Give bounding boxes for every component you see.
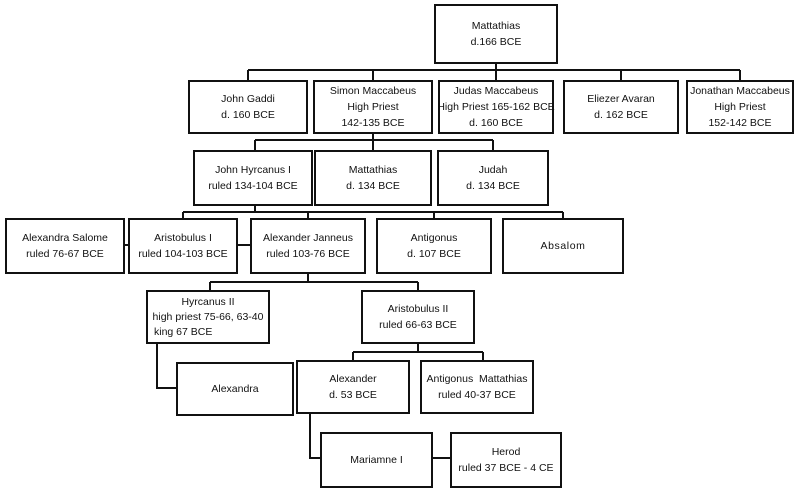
node-herod: Herod ruled 37 BCE - 4 CE — [450, 432, 562, 488]
node-name: Jonathan Maccabeus — [690, 85, 790, 97]
node-aristobulus-i: Aristobulus I ruled 104-103 BCE — [128, 218, 238, 274]
node-john-gaddi: John Gaddi d. 160 BCE — [188, 80, 308, 134]
node-name: Alexandra Salome — [22, 232, 108, 244]
node-detail: 152-142 BCE — [708, 117, 772, 129]
node-detail: d. 160 BCE — [469, 117, 523, 129]
node-name: Aristobulus I — [154, 232, 212, 244]
node-name: John Hyrcanus I — [215, 164, 291, 176]
connector-aristobulus2-to-children — [352, 344, 484, 360]
node-detail: ruled 104-103 BCE — [138, 248, 228, 260]
node-alexandra: Alexandra — [176, 362, 294, 416]
node-detail: d. 160 BCE — [221, 109, 275, 121]
node-name: Mattathias — [348, 164, 398, 176]
node-detail: 142-135 BCE — [341, 117, 405, 129]
node-detail: d.166 BCE — [470, 36, 522, 48]
node-name: Alexander — [329, 373, 377, 385]
node-name: Antigonus Mattathias — [426, 373, 528, 385]
node-detail: d. 134 BCE — [466, 180, 520, 192]
node-hyrcanus-ii: Hyrcanus II high priest 75-66, 63-40 kin… — [146, 290, 270, 344]
node-judas-maccabeus: Judas Maccabeus High Priest 165-162 BCE … — [437, 80, 555, 134]
node-antigonus: Antigonus d. 107 BCE — [376, 218, 492, 274]
node-detail: ruled 103-76 BCE — [266, 248, 350, 260]
node-name: Absalom — [540, 240, 586, 252]
node-detail: king 67 BCE — [154, 325, 213, 338]
node-detail: d. 134 BCE — [346, 180, 400, 192]
node-name: Mariamne I — [350, 454, 403, 466]
node-aristobulus-ii: Aristobulus II ruled 66-63 BCE — [361, 290, 475, 344]
node-name: Judah — [478, 164, 508, 176]
node-name: Alexander Janneus — [263, 232, 353, 244]
node-alexandra-salome: Alexandra Salome ruled 76-67 BCE — [5, 218, 125, 274]
connector-janneus-to-children — [209, 274, 419, 290]
node-detail: d. 162 BCE — [594, 109, 648, 121]
node-name: Alexandra — [211, 383, 259, 395]
node-jonathan-maccabeus: Jonathan Maccabeus High Priest 152-142 B… — [686, 80, 794, 134]
node-mattathias-root: Mattathias d.166 BCE — [434, 4, 558, 64]
node-name: Hyrcanus II — [181, 295, 235, 308]
node-title: High Priest — [347, 101, 399, 113]
node-name: Antigonus — [410, 232, 458, 244]
node-alexander-janneus: Alexander Janneus ruled 103-76 BCE — [250, 218, 366, 274]
node-alexander: Alexander d. 53 BCE — [296, 360, 410, 414]
node-detail: ruled 40-37 BCE — [438, 389, 516, 401]
node-detail: d. 107 BCE — [407, 248, 461, 260]
node-title: High Priest — [714, 101, 766, 113]
node-name: John Gaddi — [221, 93, 275, 105]
node-detail: ruled 134-104 BCE — [208, 180, 298, 192]
node-name: Simon Maccabeus — [329, 85, 417, 97]
node-detail: ruled 37 BCE - 4 CE — [458, 462, 554, 474]
connector-root-to-sons — [247, 64, 741, 80]
node-name: Mattathias — [471, 20, 521, 32]
connector-hyrcanus-to-children — [182, 206, 564, 218]
node-detail: d. 53 BCE — [329, 389, 377, 401]
connector-alexander-to-mariamne — [309, 414, 322, 459]
node-name: Judas Maccabeus — [453, 85, 539, 97]
node-detail: ruled 76-67 BCE — [26, 248, 104, 260]
connector-simon-to-children — [254, 134, 494, 150]
node-antigonus-mattathias: Antigonus Mattathias ruled 40-37 BCE — [420, 360, 534, 414]
node-title: High Priest 165-162 BCE — [437, 101, 555, 113]
connector-hyrcanus2-to-alexandra — [156, 344, 178, 389]
node-eliezer-avaran: Eliezer Avaran d. 162 BCE — [563, 80, 679, 134]
node-mariamne-i: Mariamne I — [320, 432, 433, 488]
node-detail: ruled 66-63 BCE — [379, 319, 457, 331]
node-mattathias-son: Mattathias d. 134 BCE — [314, 150, 432, 206]
node-name: Eliezer Avaran — [587, 93, 655, 105]
node-simon-maccabeus: Simon Maccabeus High Priest 142-135 BCE — [313, 80, 433, 134]
node-absalom: Absalom — [502, 218, 624, 274]
node-title: high priest 75-66, 63-40 — [152, 310, 264, 323]
node-name: Aristobulus II — [387, 303, 449, 315]
node-judah: Judah d. 134 BCE — [437, 150, 549, 206]
node-name: Herod — [491, 446, 521, 458]
node-john-hyrcanus-i: John Hyrcanus I ruled 134-104 BCE — [193, 150, 313, 206]
